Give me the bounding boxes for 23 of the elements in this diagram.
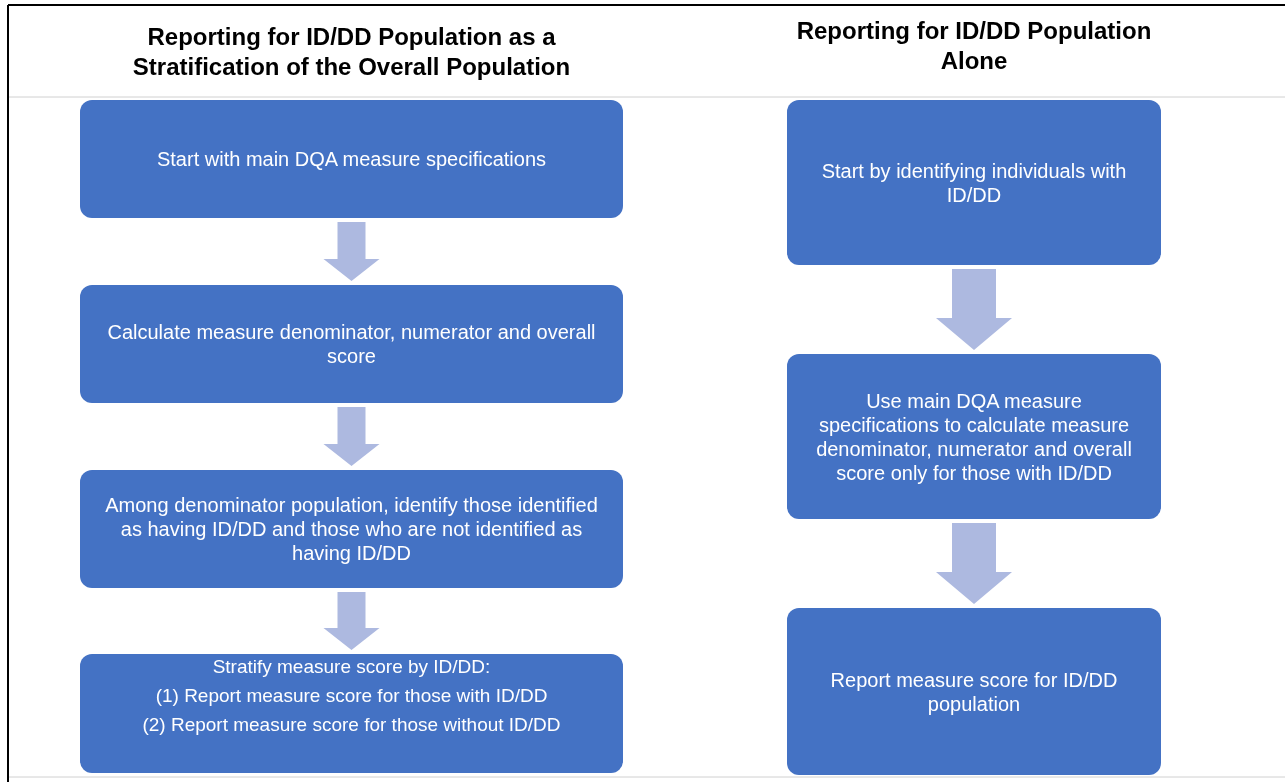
process-box: [80, 470, 623, 588]
step-text: Report measure score for ID/DD population: [829, 667, 1119, 716]
block-arrow: [936, 523, 1012, 604]
column-heading: Reporting for ID/DD Population Alone: [795, 16, 1153, 76]
step-text: Start with main DQA measure specifications: [156, 147, 546, 171]
step-text: Stratify measure score by ID/DD:: [212, 655, 491, 679]
process-box: [787, 100, 1161, 265]
block-arrow: [936, 269, 1012, 350]
block-arrow: [323, 222, 380, 281]
step-text: Calculate measure denominator, numerator and overall score: [106, 320, 597, 368]
step-text: Start by identifying individuals with ID/DD: [820, 158, 1128, 207]
process-box: [787, 608, 1161, 775]
step-text: (1) Report measure score for those with ID/DD: [155, 684, 548, 708]
process-box: [80, 285, 623, 403]
process-box: [80, 100, 623, 218]
block-arrow: [323, 407, 380, 466]
process-box: [80, 654, 623, 773]
step-text: (2) Report measure score for those without ID/DD: [142, 713, 561, 737]
process-box: [787, 354, 1161, 519]
column-heading: Reporting for ID/DD Population as a Stratification of the Overall Population: [131, 22, 572, 82]
block-arrow: [323, 592, 380, 650]
step-text: Use main DQA measure specifications to calculate measure denominator, numerator and overall score only for those with ID/DD: [815, 388, 1133, 485]
step-text: Among denominator population, identify those identified as having ID/DD and those who are not identified as having ID/DD: [104, 493, 599, 565]
